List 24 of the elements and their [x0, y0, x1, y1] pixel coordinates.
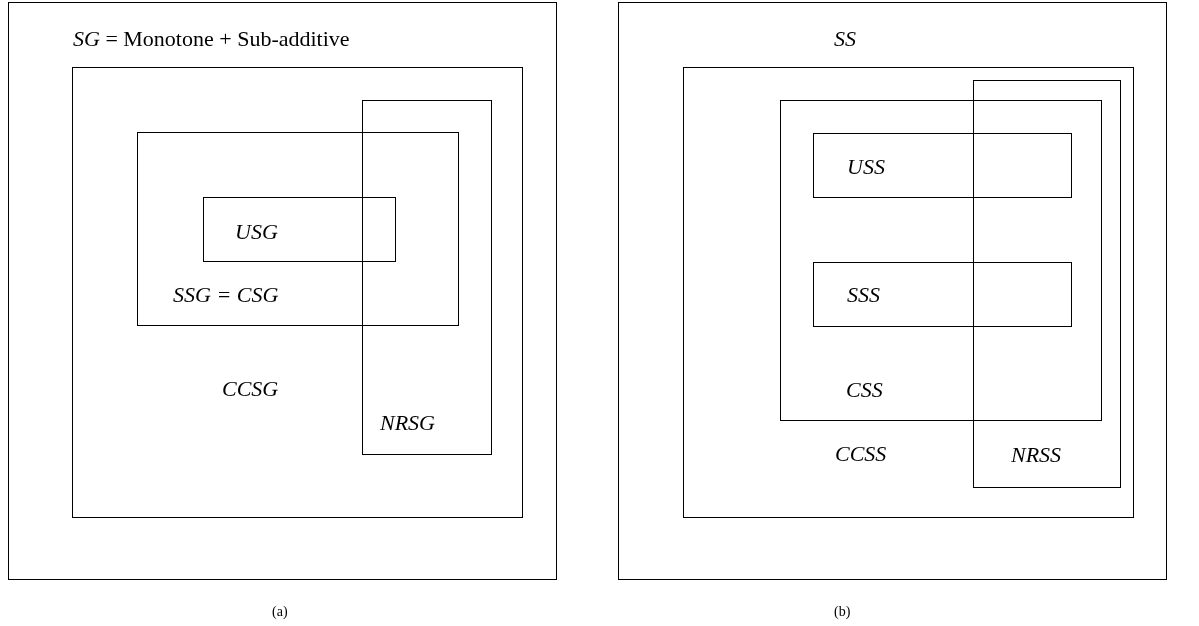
set-box: [683, 67, 1134, 518]
set-label: SS: [834, 26, 856, 52]
set-label: CCSG: [222, 376, 279, 402]
set-label: SSG = CSG: [173, 282, 279, 308]
set-box: [362, 100, 492, 455]
figure-caption: (a): [272, 603, 288, 621]
set-box: [813, 262, 1072, 327]
set-label: CCSS: [835, 441, 887, 467]
set-label: NRSS: [1011, 442, 1062, 468]
set-label: SG = Monotone + Sub-additive: [73, 26, 350, 52]
set-box: [8, 2, 557, 580]
set-label: USG: [235, 219, 278, 245]
set-box: [203, 197, 396, 262]
set-box: [137, 132, 459, 326]
set-box: [813, 133, 1072, 198]
set-label: CSS: [846, 377, 883, 403]
set-box: [618, 2, 1167, 580]
set-box: [780, 100, 1102, 421]
figure-caption: (b): [834, 603, 851, 621]
set-label: NRSG: [380, 410, 435, 436]
set-label: SSS: [847, 282, 880, 308]
set-label: USS: [847, 154, 885, 180]
set-box: [973, 80, 1121, 488]
set-box: [72, 67, 523, 518]
